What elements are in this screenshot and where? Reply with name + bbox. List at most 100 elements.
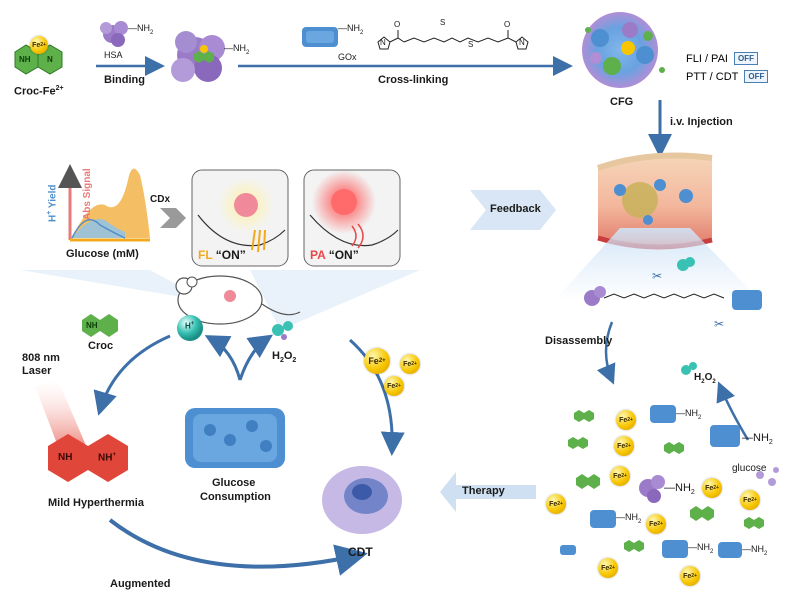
croc-molecule-icon [82, 314, 118, 337]
feedback-arrow [470, 190, 556, 230]
svg-text:✂: ✂ [652, 269, 662, 283]
hyperthermia-nh: NH [58, 452, 73, 463]
proton-label: H+ [185, 321, 195, 331]
croc-n-text: N [47, 55, 53, 64]
gox-nh2-label: —NH2 [338, 23, 364, 36]
augmented-label: Augmented [110, 578, 171, 590]
graph-y-right-label: Abs Signal [82, 168, 93, 220]
toggle-ptt-cdt: PTT / CDT OFF [686, 70, 769, 83]
cfg-nanoparticle-icon [582, 12, 665, 88]
gox-large-icon [185, 408, 285, 468]
croc-label: Croc [88, 340, 114, 352]
toggle-state-badge: OFF [733, 52, 758, 65]
disassembled-linker: ✂ ✂ [584, 257, 762, 375]
glucose-to-h2o2-arrow [238, 334, 273, 381]
hsa-croc-complex-icon [171, 31, 225, 82]
gox-enzyme-icon [302, 27, 338, 47]
complex-nh2-label: —NH2 [224, 43, 250, 56]
tumor-cell-icon [322, 466, 402, 534]
gox-nh2-right-3: —NH2 [616, 512, 642, 525]
croc-fe-label: Croc-Fe2+ [14, 85, 64, 98]
pa-imaging-panel [303, 169, 401, 267]
glucose-consumption-label-2: Consumption [200, 491, 271, 503]
gox-nh2-right-4: —NH2 [688, 542, 714, 555]
iv-injection-label: i.v. Injection [670, 116, 733, 128]
pa-on-label: PA “ON” [310, 248, 359, 262]
glucose-label: glucose [732, 463, 767, 474]
binding-label: Binding [104, 74, 145, 86]
h2o2-molecule-icon [272, 321, 293, 340]
laser-word-label: Laser [22, 365, 52, 377]
linker-n-right: N [519, 38, 525, 47]
disassembly-label: Disassembly [545, 335, 613, 347]
glucose-arrow [716, 381, 750, 441]
mild-hyperthermia-label: Mild Hyperthermia [48, 497, 144, 509]
proton-sphere-icon [177, 315, 203, 341]
disassembly-arrow [596, 321, 616, 385]
linker-s-2: S [468, 40, 474, 49]
croc-nh-text: NH [19, 55, 31, 64]
crosslinker-structure [377, 30, 529, 50]
linker-o-1: O [394, 20, 401, 29]
laser-wavelength-label: 808 nm [22, 352, 60, 364]
feedback-label: Feedback [490, 203, 541, 215]
cdt-label: CDT [348, 545, 373, 559]
fl-on-label: FL “ON” [198, 248, 246, 262]
cdx-label: CDx [150, 194, 171, 205]
linker-n-left: N [380, 38, 386, 47]
linker-s-1: S [440, 18, 446, 27]
toggle-fli-pai: FLI / PAI OFF [686, 52, 758, 65]
hyperthermia-molecule-icon [48, 434, 128, 482]
gox-nh2-right-1: —NH2 [742, 432, 773, 447]
hyperthermia-nhplus: NH+ [98, 452, 116, 464]
graph-y-left-label: H+ Yield [46, 184, 59, 222]
augmented-arrow [108, 518, 368, 576]
light-funnel-left [20, 270, 260, 330]
fl-imaging-panel [191, 169, 289, 267]
cycle-arrow-right [349, 338, 405, 456]
therapy-arrow [440, 472, 536, 512]
released-components [560, 405, 779, 558]
hsa-protein-icon [100, 21, 128, 47]
h2o2-label-left: H2O2 [272, 350, 297, 365]
croc-small-nh: NH [86, 321, 98, 330]
h2o2-label-right: H2O2 [694, 372, 716, 385]
gox-nh2-right-5: —NH2 [742, 544, 768, 557]
cdx-arrow [160, 208, 186, 228]
svg-text:✂: ✂ [714, 317, 724, 331]
toggle-state-badge: OFF [744, 70, 769, 83]
glucose-response-graph [58, 164, 150, 242]
release-beam [555, 228, 760, 300]
toggle-label: FLI / PAI [686, 52, 728, 65]
light-funnel-right [250, 270, 420, 330]
hsa-nh2-label: —NH2 [128, 23, 154, 36]
graph-x-label: Glucose (mM) [66, 248, 139, 260]
gox-nh2-right-2: —NH2 [676, 408, 702, 421]
toggle-label: PTT / CDT [686, 70, 739, 83]
glucose-consumption-label-1: Glucose [212, 477, 256, 489]
hsa-nh2-right: —NH2 [664, 482, 695, 497]
therapy-label: Therapy [462, 485, 505, 497]
mouse-illustration [175, 275, 301, 325]
linker-o-2: O [504, 20, 511, 29]
hsa-label: HSA [104, 50, 123, 60]
cfg-label: CFG [610, 96, 634, 108]
glucose-to-h-arrow [204, 335, 242, 381]
gox-label: GOx [338, 52, 357, 62]
crosslinking-label: Cross-linking [378, 74, 449, 86]
cycle-arrow-left [93, 334, 171, 416]
